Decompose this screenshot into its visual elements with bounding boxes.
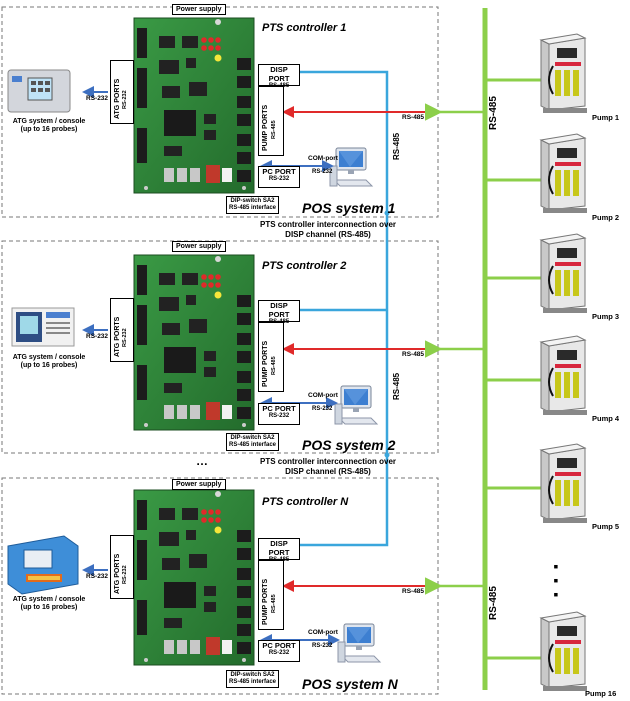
controller-title-2: PTS controller 2 (262, 260, 347, 272)
pos-computer-1 (329, 147, 373, 187)
ellipsis-dots: … (196, 454, 208, 468)
pump-label-5: Pump 5 (592, 522, 620, 531)
controller-title-1: PTS controller 1 (262, 22, 347, 34)
atg-link-label-1: RS-232 (86, 95, 109, 102)
atg-link-label-2: RS-232 (86, 333, 109, 340)
pump-16 (540, 611, 588, 692)
power-supply-label-3: Power supply (172, 479, 226, 490)
atg-caption-1: ATG system / console(up to 16 probes) (12, 118, 86, 134)
pump-4 (540, 335, 588, 416)
power-supply-label-2: Power supply (172, 241, 226, 252)
section-frame-3 (1, 477, 439, 695)
pos-title-2: POS system 2 (302, 437, 396, 453)
controller-board-3 (133, 489, 255, 666)
pos-computer-2 (334, 385, 378, 425)
pos-computer-3 (337, 623, 381, 663)
pos-title-1: POS system 1 (302, 200, 396, 216)
bus-label-bottom: RS-485 (488, 586, 499, 620)
com-port-sub-2: RS-232 (312, 406, 333, 412)
pump-2 (540, 133, 588, 214)
pump-label-4: Pump 4 (592, 414, 620, 423)
bus-label-top: RS-485 (488, 96, 499, 130)
pump-1 (540, 33, 588, 114)
atg-link-label-3: RS-232 (86, 573, 109, 580)
com-port-label-3: COM-port (308, 629, 338, 636)
controller-board-2 (133, 254, 255, 431)
atg-ports-box-1: ATG PORTS RS-232 (110, 60, 134, 124)
atg-ports-box-2: ATG PORTS RS-232 (110, 298, 134, 362)
com-port-sub-3: RS-232 (312, 643, 333, 649)
pump-link-label-2: RS-485 (402, 351, 425, 358)
pump-ports-box-2: PUMP PORTS RS-485 (258, 322, 284, 392)
power-supply-label-1: Power supply (172, 4, 226, 15)
atg-console-3 (7, 535, 79, 595)
pump-label-1: Pump 1 (592, 113, 620, 122)
pump-5 (540, 443, 588, 524)
pump-ellipsis: ▪▪▪ (548, 558, 564, 600)
atg-console-1 (7, 69, 71, 113)
atg-ports-box-3: ATG PORTS RS-232 (110, 535, 134, 599)
pump-ports-box-3: PUMP PORTS RS-485 (258, 560, 284, 630)
pump-link-label-1: RS-485 (402, 114, 425, 121)
pump-3 (540, 233, 588, 314)
controller-title-3: PTS controller N (262, 496, 349, 508)
com-port-sub-1: RS-232 (312, 169, 333, 175)
pump-label-2: Pump 2 (592, 213, 620, 222)
atg-caption-3: ATG system / console(up to 16 probes) (12, 596, 86, 612)
disp-vertical-label-1: RS-485 (392, 132, 401, 160)
com-port-label-1: COM-port (308, 155, 338, 162)
controller-board-1 (133, 17, 255, 194)
pump-ports-box-1: PUMP PORTS RS-485 (258, 86, 284, 156)
com-port-label-2: COM-port (308, 392, 338, 399)
pump-label-3: Pump 3 (592, 312, 620, 321)
pump-label-16: Pump 16 (585, 689, 617, 698)
atg-caption-2: ATG system / console(up to 16 probes) (12, 354, 86, 370)
pos-title-3: POS system N (302, 676, 398, 692)
atg-console-2 (11, 307, 75, 347)
disp-vertical-label-2: RS-485 (392, 372, 401, 400)
pump-link-label-3: RS-485 (402, 588, 425, 595)
